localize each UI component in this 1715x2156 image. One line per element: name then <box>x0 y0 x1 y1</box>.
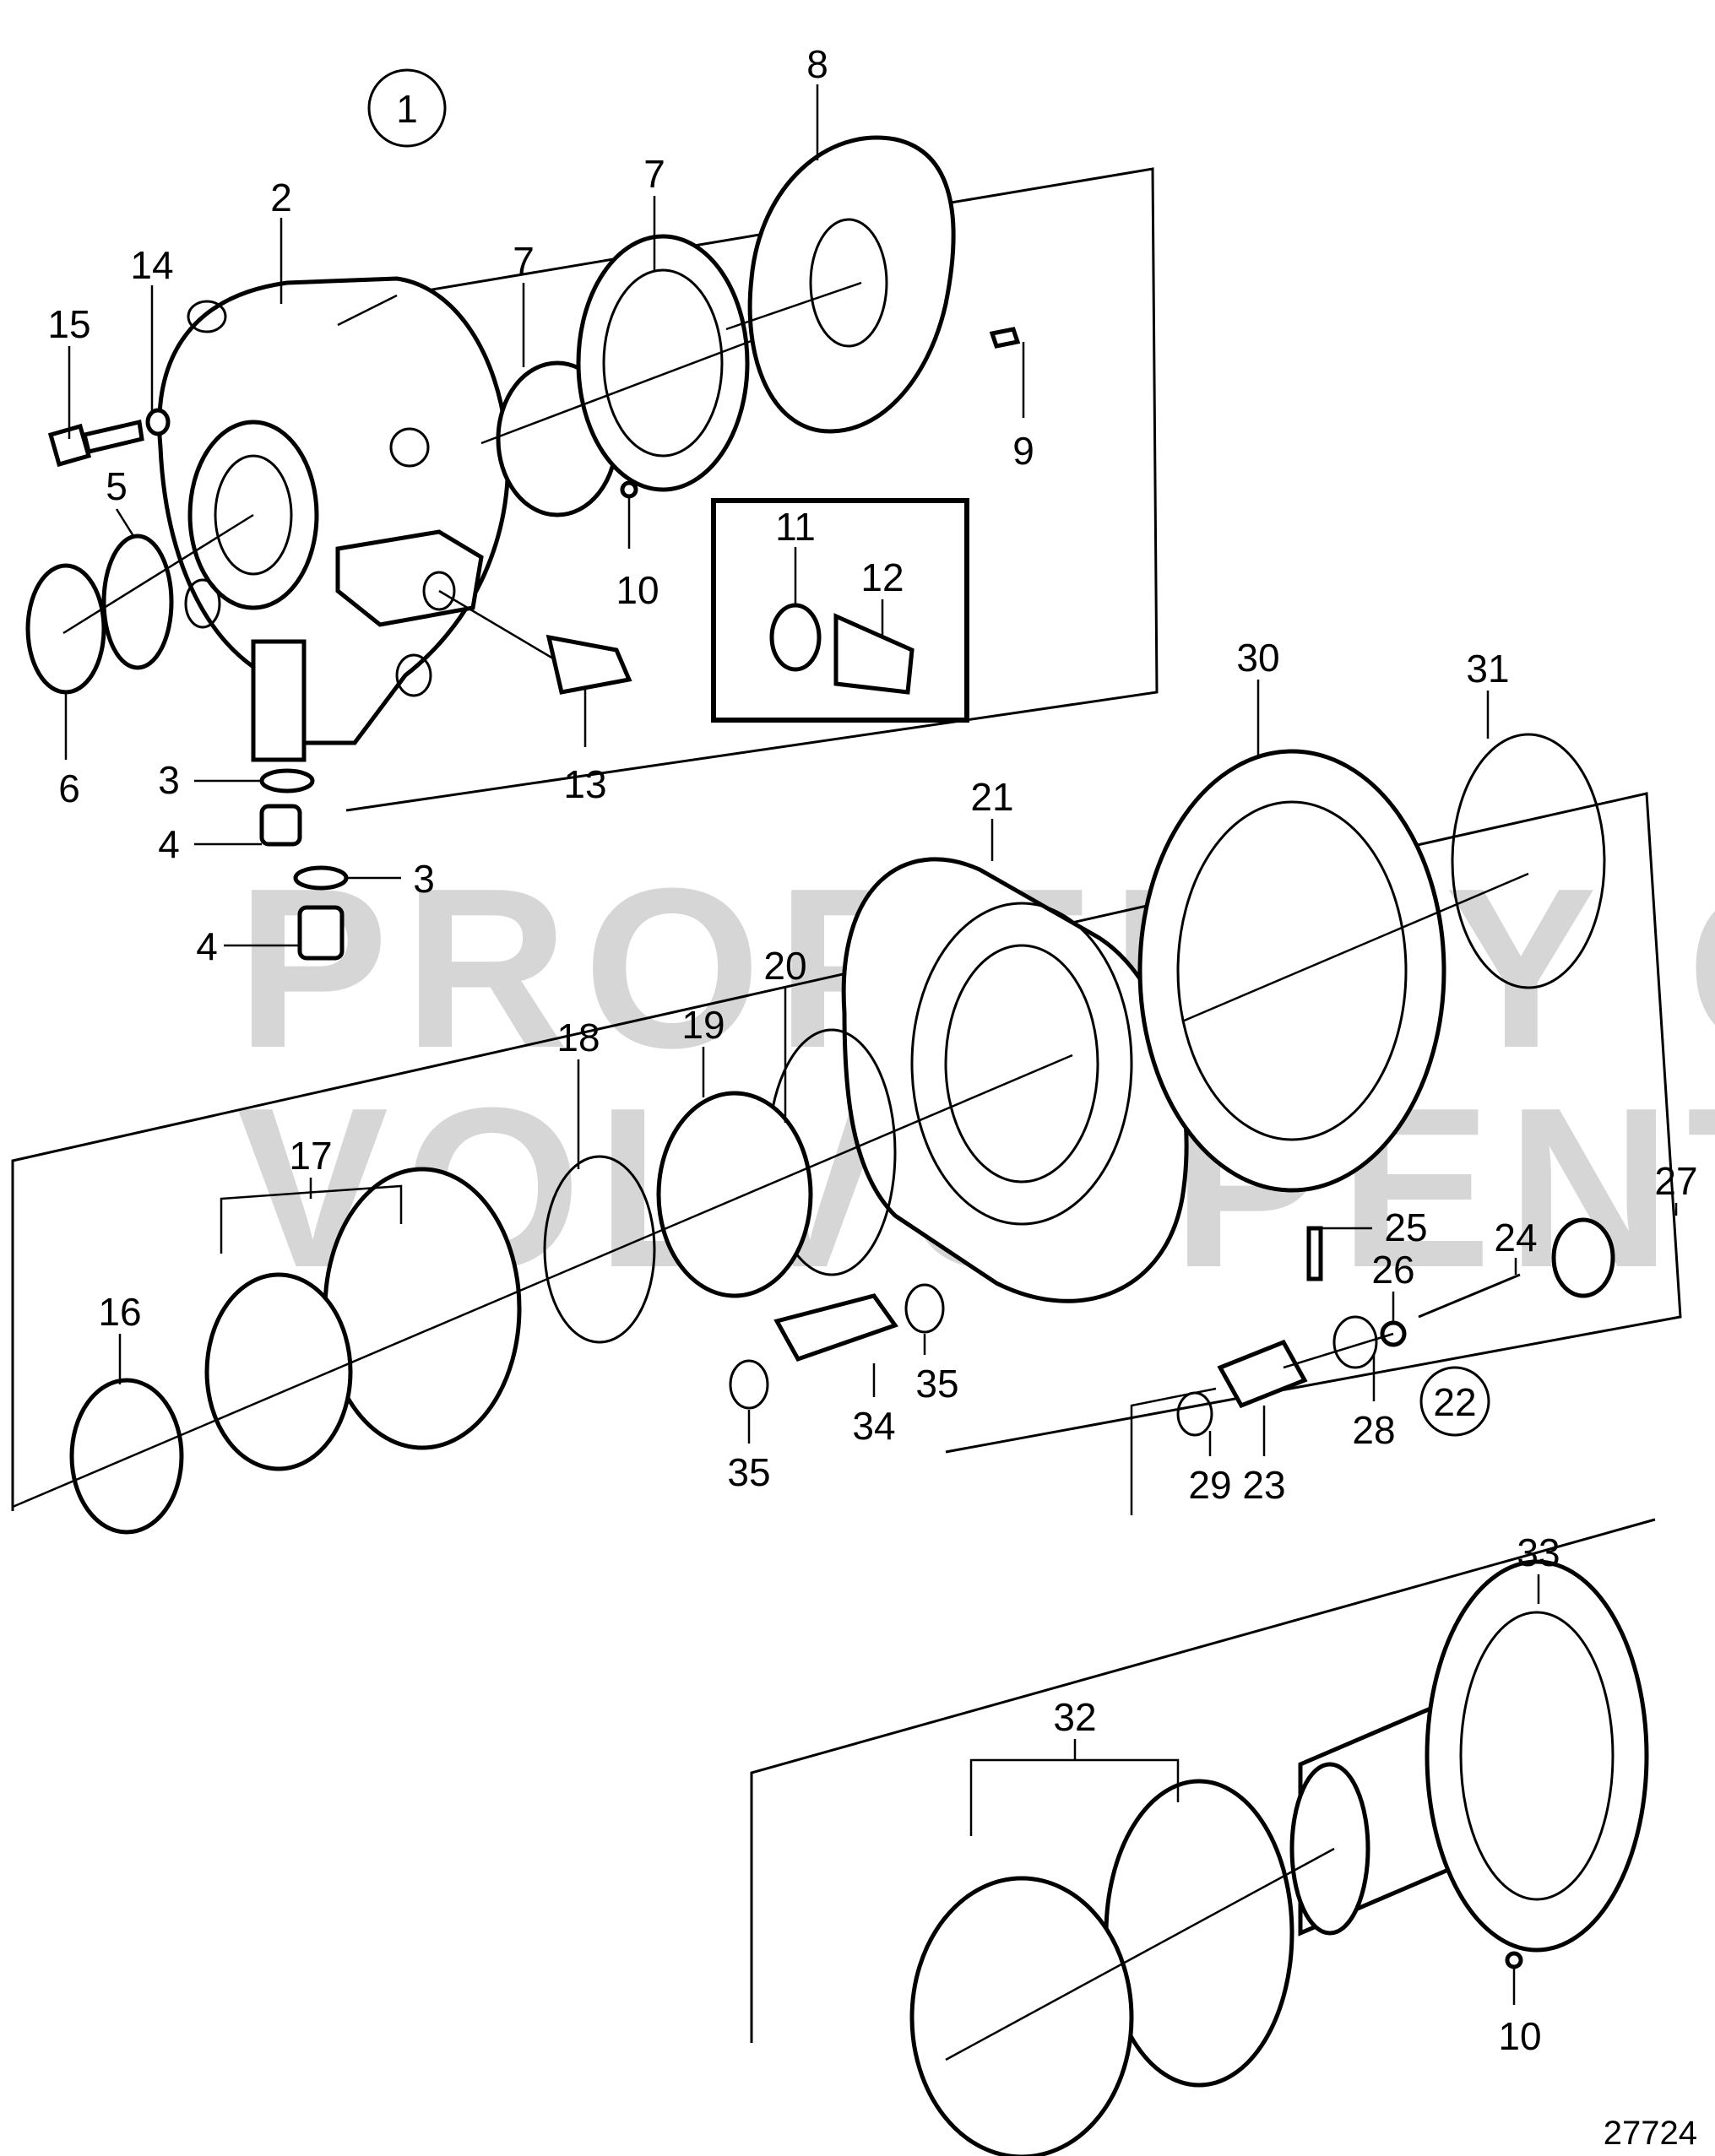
callout-6: 6 <box>58 767 80 810</box>
nut-16 <box>69 1378 184 1535</box>
inset-box <box>711 498 969 723</box>
o-ring-28 <box>1332 1315 1378 1369</box>
callout-22: 22 <box>1433 1380 1476 1424</box>
frame-shaft <box>750 1518 1656 2043</box>
valve-23 <box>1217 1339 1308 1409</box>
callout-24: 24 <box>1494 1216 1537 1259</box>
callout-21: 21 <box>970 775 1013 819</box>
callout-16: 16 <box>98 1290 141 1334</box>
callout-3a: 3 <box>158 758 180 802</box>
callout-8: 8 <box>806 42 828 86</box>
plug-27 <box>1551 1217 1615 1298</box>
callout-2: 2 <box>270 176 292 219</box>
callout-3b: 3 <box>413 857 435 901</box>
spring-24 <box>1418 1273 1521 1319</box>
o-ring-35a <box>729 1359 769 1410</box>
callout-4a: 4 <box>158 822 180 866</box>
seal-3a <box>259 768 315 794</box>
callout-circle-1 <box>367 68 447 148</box>
callout-10b: 10 <box>1498 2014 1541 2058</box>
callout-33: 33 <box>1517 1530 1560 1574</box>
callout-35a: 35 <box>727 1450 770 1494</box>
callout-29: 29 <box>1188 1463 1231 1507</box>
bolt-15 <box>47 419 144 468</box>
callout-11: 11 <box>775 505 816 549</box>
callout-13: 13 <box>563 762 606 806</box>
o-ring-35b <box>904 1283 945 1334</box>
pin-10a <box>620 480 638 499</box>
fitting-13 <box>545 634 632 695</box>
callout-34: 34 <box>852 1404 895 1448</box>
callout-4b: 4 <box>196 924 218 968</box>
frame-bearing-housing <box>11 792 1682 1511</box>
reference-number: 27724 <box>1604 2115 1697 2152</box>
callout-14: 14 <box>130 243 173 287</box>
cover-plate-8 <box>747 135 956 434</box>
pump-cover <box>157 276 510 762</box>
callout-30: 30 <box>1236 636 1279 680</box>
bearing-cup-32 <box>909 1876 1134 2156</box>
callout-28: 28 <box>1352 1408 1395 1452</box>
callout-17: 17 <box>289 1134 332 1178</box>
plug-12 <box>833 613 914 695</box>
callout-18: 18 <box>556 1016 600 1059</box>
seal-11 <box>769 603 822 672</box>
washer-14 <box>145 408 171 436</box>
screw-9 <box>989 327 1021 349</box>
callout-circle-22 <box>1419 1366 1490 1437</box>
callout-9: 9 <box>1012 429 1034 473</box>
callout-31: 31 <box>1466 647 1509 691</box>
callout-27: 27 <box>1654 1159 1697 1203</box>
pin-10b <box>1505 1951 1523 1969</box>
callout-15: 15 <box>47 302 90 346</box>
plug-4b <box>297 905 345 961</box>
callout-20: 20 <box>763 944 806 988</box>
shim-18 <box>543 1155 656 1344</box>
ring-5 <box>101 534 174 670</box>
callout-25: 25 <box>1384 1205 1427 1249</box>
sleeve-34 <box>773 1293 898 1362</box>
taper-bearing-32 <box>1104 1779 1294 2088</box>
callout-32: 32 <box>1053 1695 1096 1739</box>
circlip-6 <box>25 563 106 695</box>
seal-3b <box>293 865 349 891</box>
o-ring-29 <box>1176 1391 1213 1437</box>
callout-1: 1 <box>396 87 418 131</box>
pin-25 <box>1306 1226 1323 1281</box>
callout-19: 19 <box>681 1003 725 1047</box>
taper-bearing-17 <box>204 1272 353 1471</box>
plug-4a <box>259 804 302 847</box>
gasket-30 <box>1137 749 1446 1193</box>
callout-labels: 1 2 3 3 4 4 5 6 7 7 8 9 10 10 11 12 13 1… <box>47 42 1697 2058</box>
bearing-cup-17 <box>323 1167 522 1450</box>
callout-5: 5 <box>106 464 128 508</box>
leader-lines <box>64 84 1678 2005</box>
callout-26: 26 <box>1371 1248 1414 1292</box>
callout-35b: 35 <box>915 1362 958 1406</box>
callout-10a: 10 <box>616 568 659 612</box>
callout-7a: 7 <box>513 239 535 283</box>
callout-23: 23 <box>1242 1463 1285 1507</box>
callout-12: 12 <box>860 555 904 599</box>
cup-19 <box>656 1091 813 1298</box>
callout-7b: 7 <box>643 152 665 196</box>
o-ring-31 <box>1451 733 1606 989</box>
